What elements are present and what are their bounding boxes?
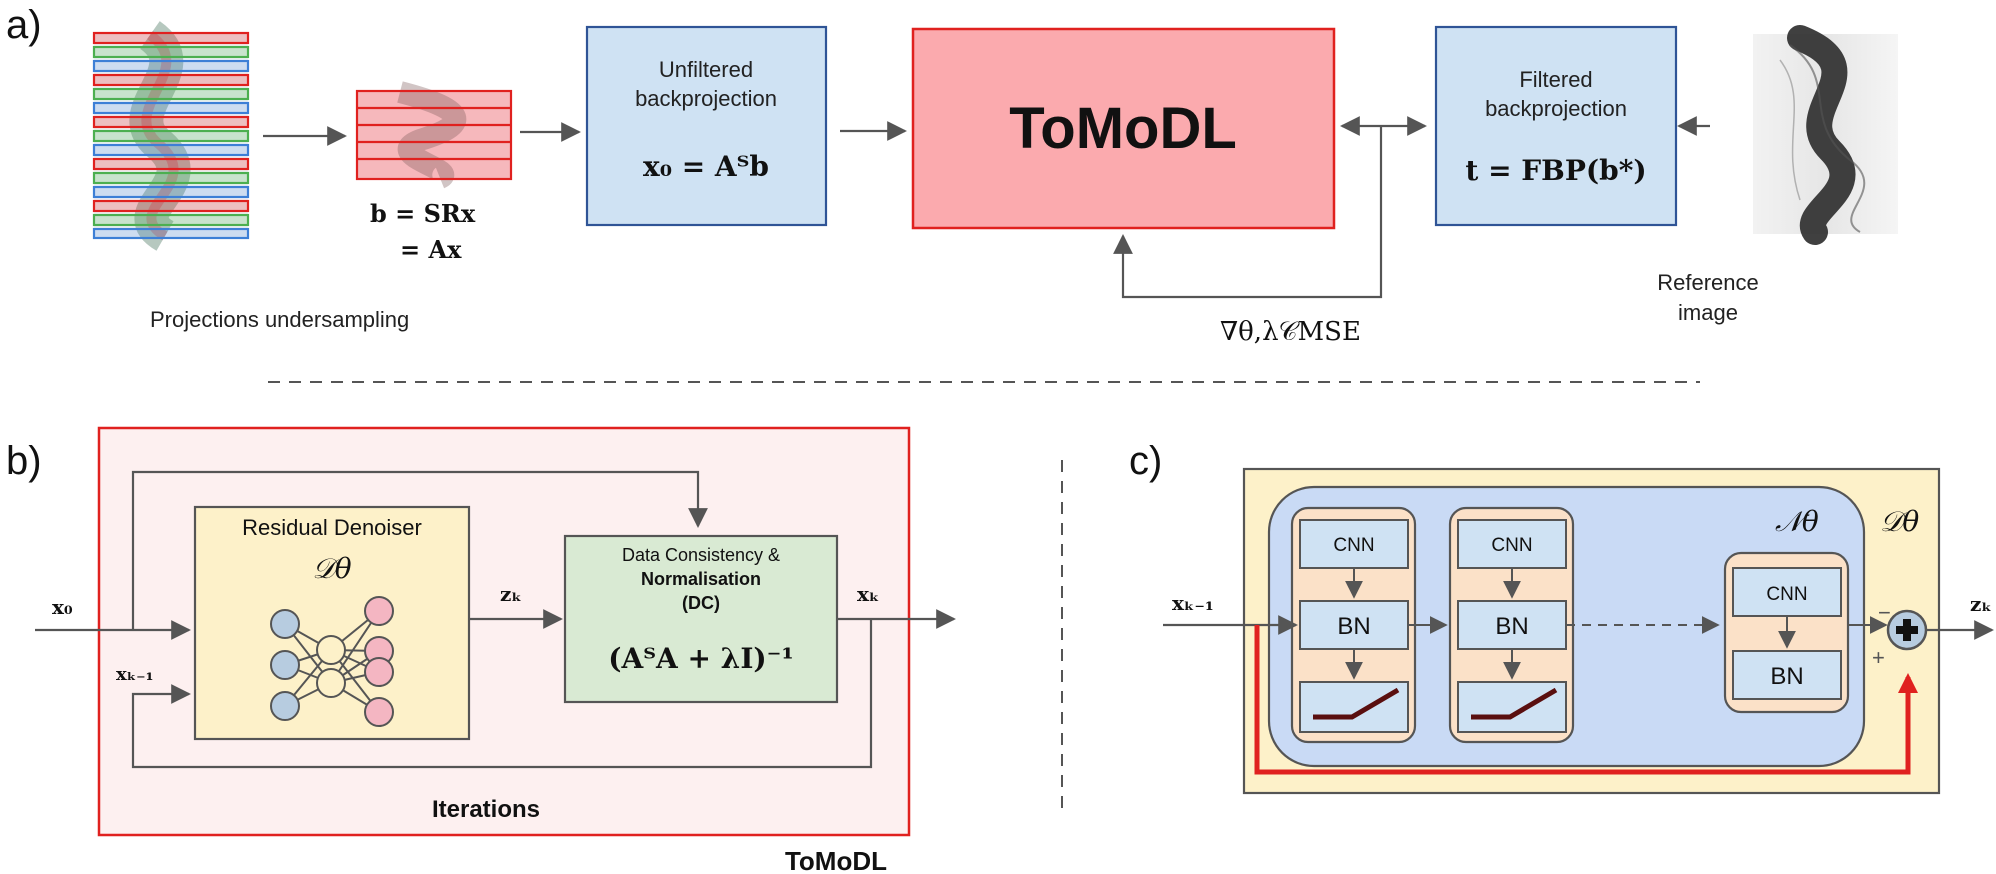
plus-sign: + — [1872, 645, 1885, 670]
block2-cnn-label: CNN — [1491, 535, 1532, 556]
block1-bn-label: BN — [1337, 613, 1370, 640]
conv-block-2: CNN BN — [1448, 506, 1575, 744]
conv-block-final: CNN BN — [1723, 551, 1850, 714]
c-xk-1-label: xₖ₋₁ — [1172, 591, 1214, 615]
filtered-backprojection-box — [1434, 25, 1678, 227]
tomodl-box-title: ToMoDL — [1009, 96, 1237, 161]
residual-denoiser-box — [193, 505, 471, 741]
panel-a-label: a) — [6, 3, 42, 47]
reference-image — [1753, 25, 1898, 245]
skip-connection-to-dc — [131, 470, 708, 630]
b-equation-line2: = Ax — [400, 235, 462, 264]
dc-formula: (AᵀA + λI)⁻¹ — [608, 642, 793, 675]
unfiltered-backprojection-box — [585, 25, 828, 227]
n-theta-symbol: 𝒩θ — [1775, 505, 1819, 538]
block1-relu-icon — [1313, 687, 1400, 720]
dc-title-line3: (DC) — [682, 593, 720, 613]
reference-caption-line2: image — [1678, 300, 1738, 325]
b-equation-line1: b = SRx — [370, 199, 476, 228]
neural-network-icon — [270, 596, 394, 727]
unfiltered-formula: x₀ = Aᵀb — [643, 150, 769, 183]
projection-strips — [92, 21, 250, 251]
c-zk-label: zₖ — [1970, 592, 1992, 616]
iterations-label: Iterations — [432, 796, 540, 823]
data-consistency-box — [563, 534, 839, 704]
conv-block-1: CNN BN — [1290, 506, 1417, 744]
residual-denoiser-title: Residual Denoiser — [242, 515, 422, 540]
final-cnn-label: CNN — [1766, 584, 1807, 605]
undersampling-caption: Projections undersampling — [150, 307, 409, 332]
filtered-title-line2: backprojection — [1485, 96, 1627, 121]
xk-label: xₖ — [857, 582, 879, 606]
block2-relu-icon — [1471, 687, 1558, 720]
adder-node — [1886, 609, 1928, 651]
xk-1-label: xₖ₋₁ — [116, 664, 154, 685]
dc-title-line1: Data Consistency & — [622, 545, 780, 565]
final-bn-label: BN — [1770, 663, 1803, 690]
zk-label: zₖ — [500, 582, 522, 606]
residual-skip-connection — [1254, 625, 1918, 775]
block2-bn-label: BN — [1495, 613, 1528, 640]
d-theta-symbol: 𝒟θ — [1880, 505, 1919, 538]
unfiltered-title-line1: Unfiltered — [659, 57, 753, 82]
minus-sign: − — [1878, 600, 1891, 625]
gradient-feedback-arrow — [1113, 126, 1383, 299]
tomodl-frame-caption: ToMoDL — [785, 846, 887, 874]
iteration-loop-arrow — [131, 619, 873, 769]
block1-cnn-label: CNN — [1333, 535, 1374, 556]
dc-title-line2: Normalisation — [641, 569, 761, 589]
panel-c-label: c) — [1129, 439, 1162, 483]
tomodl-box — [911, 27, 1336, 230]
reference-caption-line1: Reference — [1657, 270, 1759, 295]
panel-b-label: b) — [6, 439, 42, 483]
filtered-formula: t = FBP(b*) — [1465, 154, 1646, 187]
filtered-title-line1: Filtered — [1519, 67, 1592, 92]
sinogram-b — [355, 81, 513, 189]
denoiser-symbol: 𝒟θ — [312, 552, 351, 585]
gradient-label: ∇θ,λ𝒞MSE — [1220, 317, 1361, 347]
unfiltered-title-line2: backprojection — [635, 86, 777, 111]
x0-label: x₀ — [52, 595, 73, 619]
